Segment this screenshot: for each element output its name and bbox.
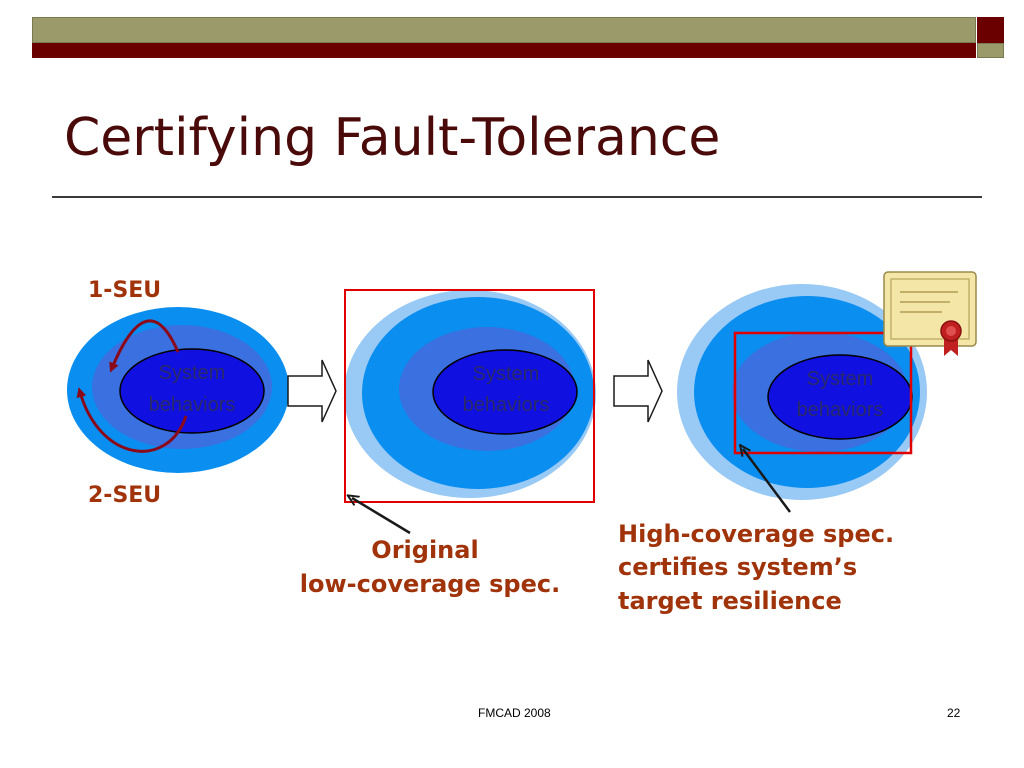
- right-behaviors-label: behaviors: [797, 399, 884, 421]
- header-bar-bottom: [32, 43, 976, 58]
- header-bar-top: [32, 17, 976, 43]
- middle-system-label: System: [473, 363, 540, 385]
- seu1-arrow-icon: [109, 319, 180, 373]
- left-behaviors-label: behaviors: [149, 394, 236, 416]
- right-system-label: System: [807, 368, 874, 390]
- seu2-arrow-icon: [76, 387, 188, 453]
- blob-left: [67, 307, 289, 473]
- original-caption-line1: Original: [371, 536, 478, 564]
- middle-behaviors-label: behaviors: [463, 394, 550, 416]
- original-caption-line2: low-coverage spec.: [300, 570, 560, 598]
- blob-middle: [344, 290, 596, 498]
- arrow-right-outline-icon: [287, 359, 337, 423]
- high-coverage-caption-line2: certifies system’s: [618, 553, 857, 581]
- pointer-arrow-high-coverage-icon: [743, 449, 792, 513]
- header-square-top: [977, 17, 1004, 43]
- seu1-label: 1-SEU: [88, 278, 161, 303]
- seu2-label: 2-SEU: [88, 483, 161, 508]
- footer-page-number: 22: [947, 706, 961, 720]
- footer-conference: FMCAD 2008: [478, 706, 551, 720]
- high-coverage-spec-box: [733, 331, 913, 455]
- certificate-icon: [883, 271, 977, 356]
- blob-middle-core: [432, 349, 578, 435]
- left-system-label: System: [159, 362, 226, 384]
- title-divider: [52, 196, 982, 198]
- slide-title: Certifying Fault-Tolerance: [64, 108, 721, 168]
- high-coverage-caption-line3: target resilience: [618, 587, 842, 615]
- blob-right: [677, 284, 927, 500]
- original-spec-box: [344, 289, 595, 503]
- arrow-right-outline-icon: [613, 359, 663, 423]
- high-coverage-caption-line1: High-coverage spec.: [618, 520, 894, 548]
- header-square-bottom: [977, 43, 1004, 58]
- blob-left-core: [119, 348, 265, 434]
- pointer-arrow-original-icon: [352, 498, 411, 535]
